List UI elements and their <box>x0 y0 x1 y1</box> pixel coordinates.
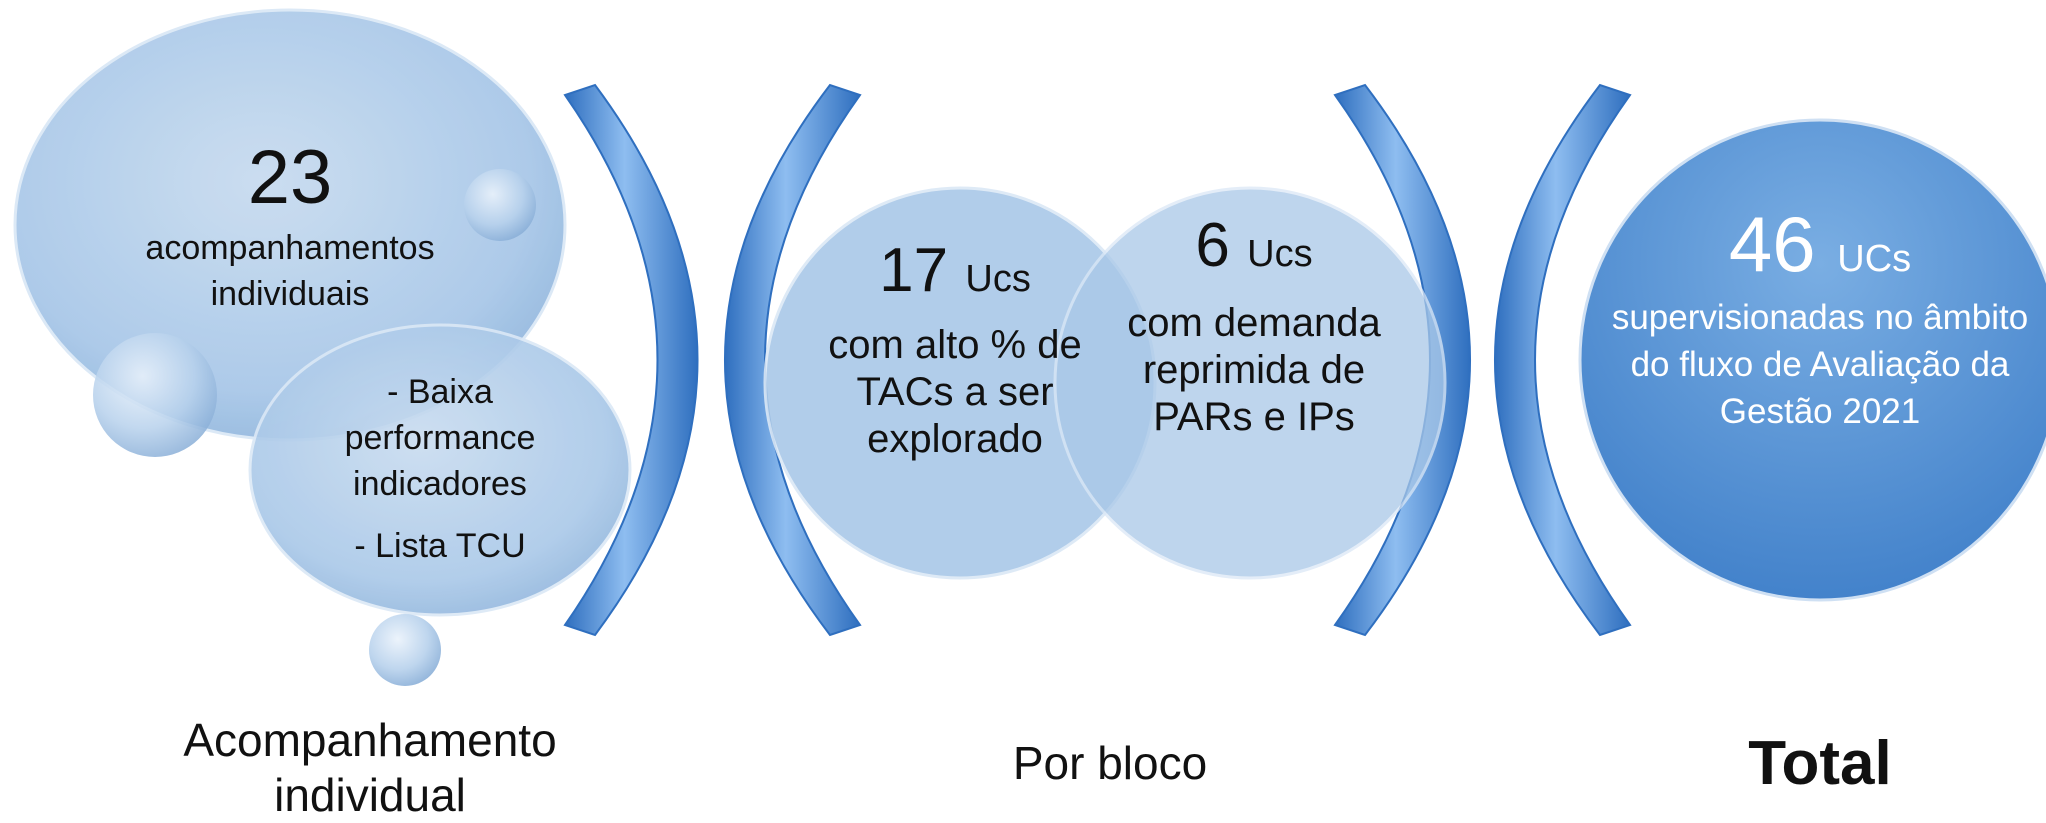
total-circle <box>1578 118 2046 602</box>
sub-bubble <box>248 323 632 617</box>
small-bubble-bottom <box>369 614 441 686</box>
bracket-1-right <box>563 83 699 637</box>
small-bubble-left <box>93 333 217 457</box>
total-count: 46 UCs <box>1610 205 2030 283</box>
bloco-tacs-unit: Ucs <box>965 258 1031 300</box>
bloco-pars-text: com demanda reprimida de PARs e IPs <box>1127 301 1381 440</box>
bloco-tacs-count: 17 Ucs <box>815 240 1095 302</box>
bloco-tacs-text: com alto % de TACs a ser explorado <box>828 323 1082 462</box>
bloco-tacs-number: 17 <box>879 236 949 305</box>
total-number: 46 <box>1728 200 1816 288</box>
bracket-2-left <box>724 83 862 637</box>
individual-bubble-group <box>13 8 632 686</box>
bloco-pars-count: 6 Ucs <box>1124 215 1384 277</box>
small-bubble-top <box>464 169 536 241</box>
circle-pars <box>1053 186 1447 580</box>
bracket-4-left <box>1494 83 1632 637</box>
bloco-pars-unit: Ucs <box>1247 233 1313 275</box>
individual-criteria-tcu: - Lista TCU <box>354 527 526 565</box>
bloco-circles <box>763 186 1447 580</box>
individual-count: 23 <box>247 135 333 220</box>
total-text: supervisionadas no âmbito do fluxo de Av… <box>1611 298 2029 431</box>
bracket-3-right <box>1333 83 1471 637</box>
individual-criteria: - Baixa performance indicadores <box>344 373 536 503</box>
caption-total: Total <box>1748 729 1892 798</box>
individual-label: acompanhamentos individuais <box>145 229 435 313</box>
total-unit: UCs <box>1837 238 1912 280</box>
caption-bloco: Por bloco <box>1012 737 1208 789</box>
bloco-pars-number: 6 <box>1195 211 1230 280</box>
caption-individual: Acompanhamento individual <box>183 714 557 822</box>
